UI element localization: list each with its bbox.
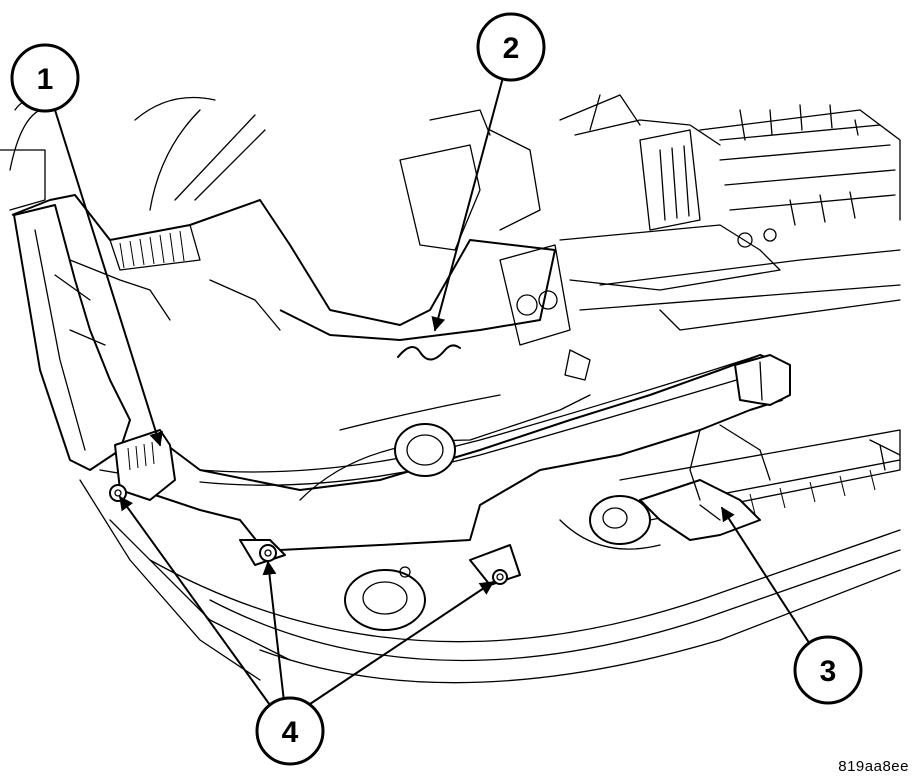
leader-2a [431, 69, 506, 332]
svg-text:3: 3 [820, 655, 837, 688]
leader-4b [262, 560, 286, 711]
leader-3 [721, 506, 816, 653]
bumper-fascia [149, 429, 901, 684]
leader-1 [54, 109, 163, 447]
svg-text:4: 4 [282, 716, 299, 749]
fastener-right [492, 569, 508, 585]
fastener-left [109, 484, 127, 502]
leader-4a [119, 495, 276, 713]
engine-bay-background [0, 94, 901, 381]
leader-4c [297, 581, 495, 713]
callout-3: 3 [793, 635, 863, 705]
grille-hatching [119, 230, 185, 269]
left-fascia-panel [13, 204, 291, 681]
figure-code: 819aa8ee [838, 758, 909, 775]
callout-2: 2 [476, 12, 546, 82]
leader-2-squiggle [397, 344, 461, 361]
fasteners [109, 484, 508, 585]
callout-1: 1 [10, 43, 80, 113]
fastener-center [259, 544, 277, 562]
leader-lines [54, 69, 816, 713]
bumper-reinforcement-beam [114, 354, 791, 586]
svg-text:2: 2 [503, 32, 520, 65]
svg-text:1: 1 [37, 63, 54, 96]
callout-4: 4 [255, 696, 325, 766]
